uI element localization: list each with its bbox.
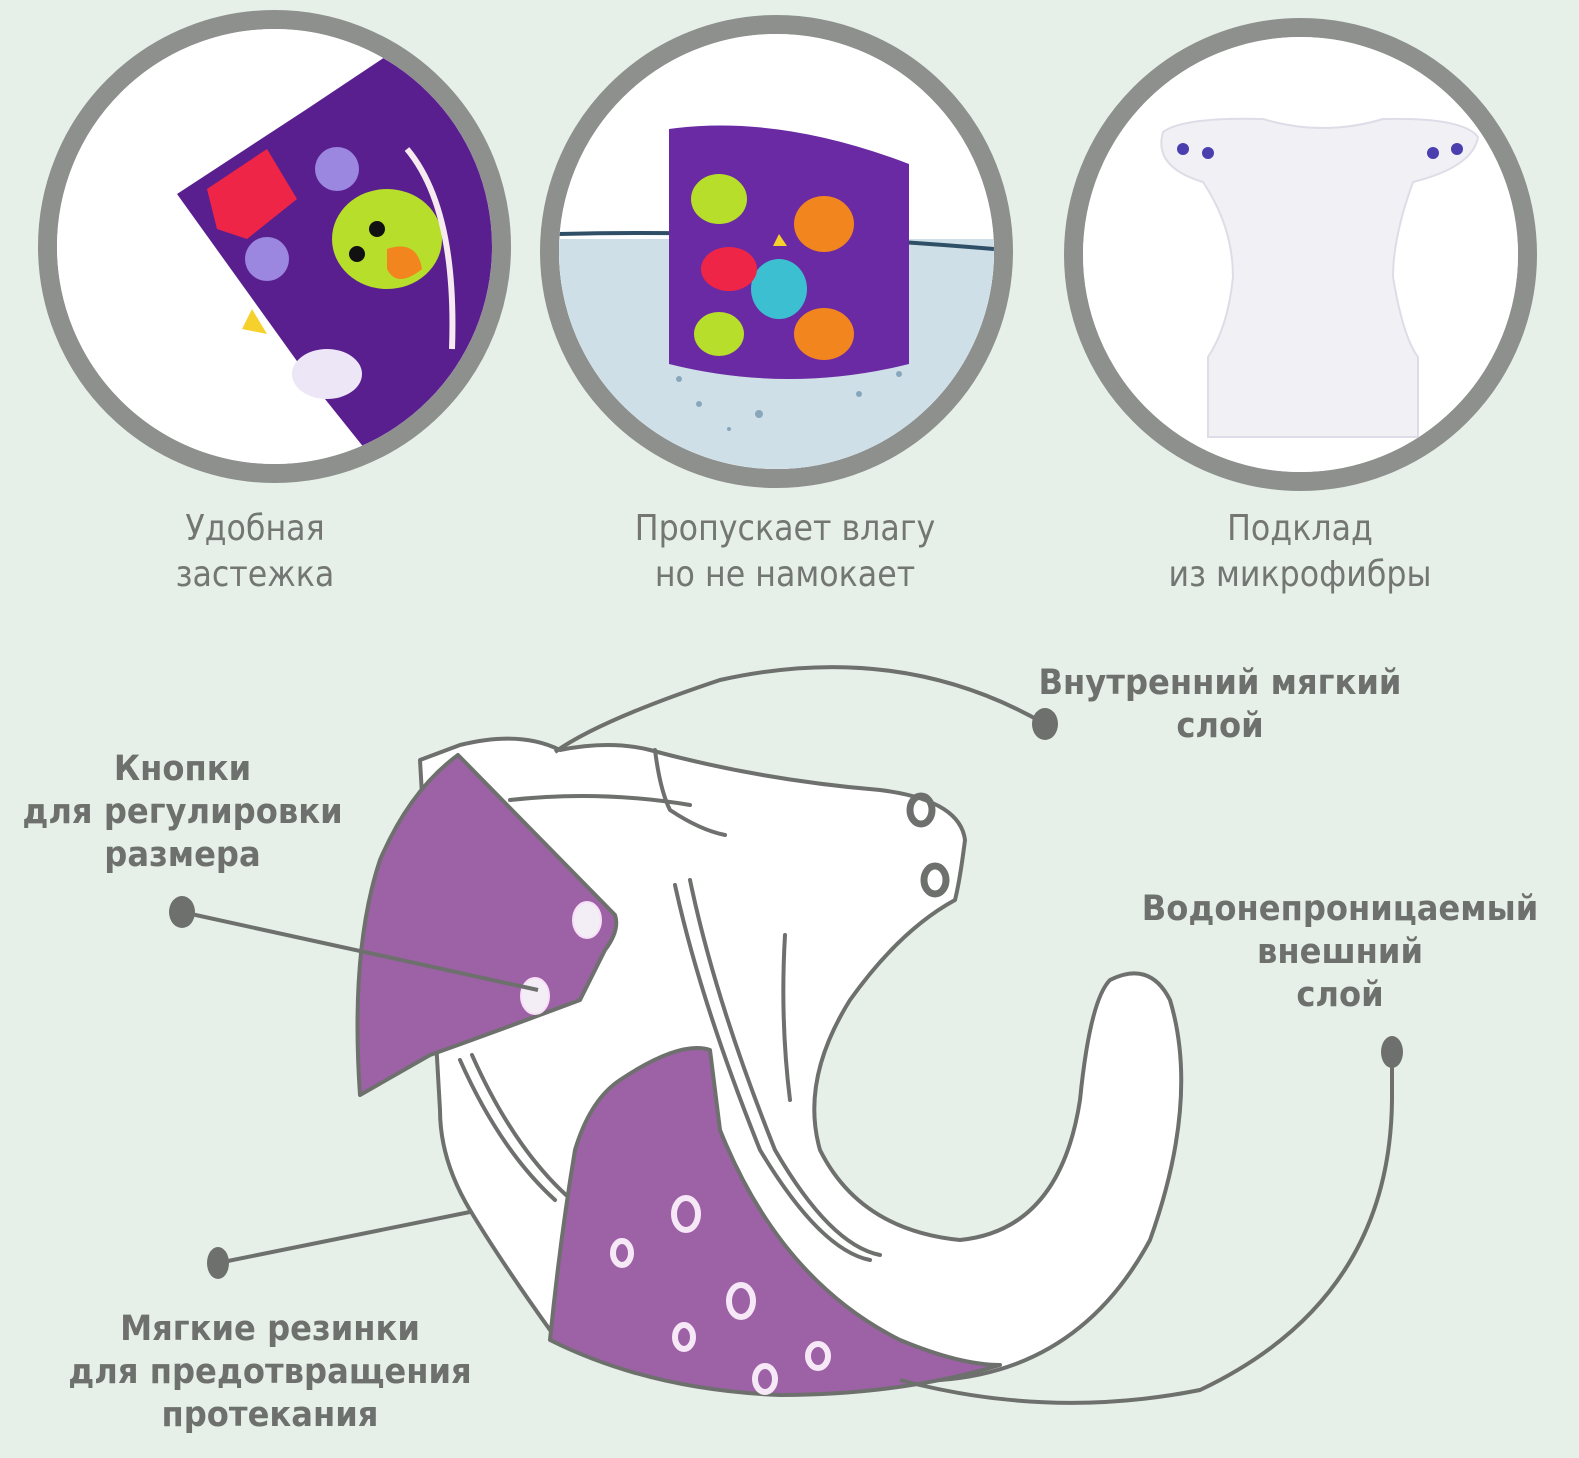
callout-dot: [169, 896, 195, 928]
waterproof-photo-illustration: [559, 34, 994, 469]
snap-button-icon: [1177, 143, 1189, 155]
snap-button-icon: [315, 147, 359, 191]
snap-button-icon: [520, 977, 550, 1015]
outer-shell-purple: [548, 1046, 1002, 1397]
snap-button-icon: [572, 901, 602, 939]
leader-inner-layer: [553, 665, 1047, 754]
label-outer-layer: Водонепроницаемый внешний слой: [1141, 889, 1539, 1015]
label-elastics: Мягкие резинки для предотвращения протек…: [68, 1309, 472, 1435]
caption-fastener: Удобная застежка: [175, 508, 335, 595]
fastener-photo-illustration: [57, 29, 492, 464]
leader-elastics: [217, 1210, 471, 1265]
snap-ring-icons: [610, 1195, 831, 1395]
snap-button-icon: [245, 237, 289, 281]
snap-button-icon: [1427, 147, 1439, 159]
lining-photo-illustration: [1083, 37, 1518, 472]
snap-ring-icons: [906, 792, 950, 898]
callout-dot: [1032, 708, 1058, 740]
leader-outer-layer: [899, 1052, 1394, 1405]
leader-snaps: [181, 910, 539, 992]
callout-dot: [207, 1247, 229, 1279]
snap-button-icon: [1451, 143, 1463, 155]
caption-waterproof: Пропускает влагу но не намокает: [634, 508, 936, 595]
snap-button-icon: [1202, 147, 1214, 159]
snap-tab-purple: [355, 753, 619, 1097]
label-snaps: Кнопки для регулировки размера: [22, 749, 343, 875]
callout-dot: [1381, 1036, 1403, 1068]
label-inner-layer: Внутренний мягкий слой: [1038, 663, 1402, 746]
caption-lining: Подклад из микрофибры: [1168, 508, 1432, 595]
